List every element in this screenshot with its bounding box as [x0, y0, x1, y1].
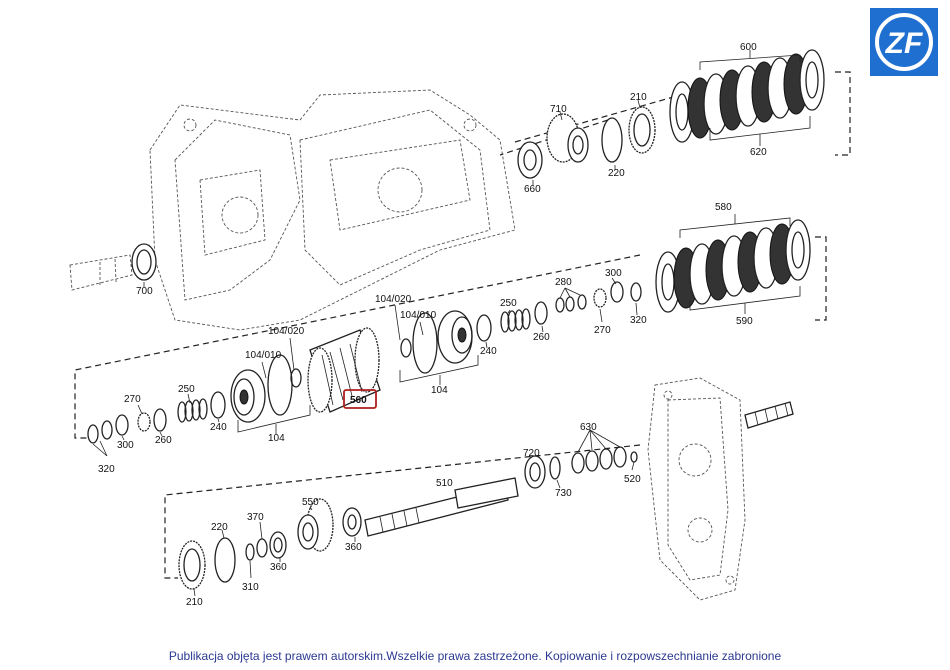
part-270-bearing-left	[137, 412, 151, 432]
part-220-snap-ring-bottom	[214, 537, 236, 583]
bracket-590	[689, 286, 801, 314]
part-360-bearing-b	[269, 531, 287, 559]
clutch-pack-600-620	[669, 49, 825, 143]
part-104-bearing-right	[400, 310, 473, 374]
part-220-snap-ring-top	[601, 117, 623, 163]
part-700-seal	[131, 243, 157, 281]
label-240-right: 240	[480, 346, 497, 357]
part-104-bearing-left	[230, 354, 302, 423]
part-660-bearing	[517, 141, 543, 179]
part-720-bearing	[524, 455, 546, 489]
label-104-010-right: 104/010	[400, 310, 437, 321]
label-510: 510	[436, 478, 453, 489]
label-320-left: 320	[98, 464, 115, 475]
label-580: 580	[715, 202, 732, 213]
parts-300-320-right	[610, 281, 642, 303]
label-700: 700	[136, 286, 153, 297]
zf-logo-background	[870, 8, 938, 76]
label-104-010-left: 104/010	[245, 350, 282, 361]
bracket-104-left	[237, 405, 311, 434]
gearbox-housing	[69, 89, 516, 331]
part-250-springs-left	[177, 398, 208, 423]
label-360-b: 360	[270, 562, 287, 573]
bracket-104-right	[399, 355, 479, 385]
label-370: 370	[247, 512, 264, 523]
zf-logo-text: ZF	[885, 27, 923, 60]
bracket-580	[679, 214, 791, 238]
parts-300-320-left	[87, 414, 129, 444]
label-250-right: 250	[500, 298, 517, 309]
part-710-gear	[546, 113, 589, 163]
label-300-left: 300	[117, 440, 134, 451]
bracket-620	[709, 116, 811, 146]
label-620: 620	[750, 147, 767, 158]
label-260-left: 260	[155, 435, 172, 446]
zf-logo: ZF	[870, 8, 938, 76]
label-630: 630	[580, 422, 597, 433]
part-labels: 600 620 710 210 220 660 700 580 590 280 …	[98, 42, 767, 608]
label-600: 600	[740, 42, 757, 53]
label-280: 280	[555, 277, 572, 288]
label-550: 550	[302, 497, 319, 508]
part-210-toothed-ring-bottom	[178, 540, 206, 590]
bracket-600	[699, 50, 801, 70]
leader-lines	[92, 99, 641, 597]
rear-cover-housing	[647, 377, 746, 601]
label-520: 520	[624, 474, 641, 485]
part-210-toothed-ring-top	[628, 106, 656, 154]
part-270-bearing-right	[593, 288, 607, 308]
label-720: 720	[523, 448, 540, 459]
copyright-notice: Publikacja objęta jest prawem autorskim.…	[168, 649, 782, 663]
label-250-left: 250	[178, 384, 195, 395]
part-510-shaft	[364, 477, 519, 537]
clutch-pack-580-590	[655, 219, 811, 313]
part-250-springs-right	[500, 308, 531, 333]
label-270-right: 270	[594, 325, 611, 336]
label-220-top: 220	[608, 168, 625, 179]
label-560: 560	[350, 395, 367, 406]
part-260-washer-left	[153, 408, 167, 432]
label-730: 730	[555, 488, 572, 499]
part-370-310-rings	[245, 538, 268, 561]
label-310: 310	[242, 582, 259, 593]
part-240-ring-right	[476, 314, 492, 342]
spline-shaft-short	[744, 401, 794, 429]
label-210-top: 210	[630, 92, 647, 103]
label-590: 590	[736, 316, 753, 327]
label-210-bottom: 210	[186, 597, 203, 608]
part-520-ring	[630, 451, 638, 463]
assembly-line-middle	[74, 236, 827, 439]
label-104-left: 104	[268, 433, 285, 444]
part-240-ring-left	[210, 391, 226, 419]
highlight-box-560	[343, 389, 377, 409]
label-260-right: 260	[533, 332, 550, 343]
label-104-020-left: 104/020	[268, 326, 305, 337]
part-260-washer-right	[534, 301, 548, 325]
label-104-right: 104	[431, 385, 448, 396]
label-660: 660	[524, 184, 541, 195]
label-240-left: 240	[210, 422, 227, 433]
label-320-right: 320	[630, 315, 647, 326]
part-560-clutch-drum	[307, 327, 381, 413]
label-220-bottom: 220	[211, 522, 228, 533]
part-730-ring	[549, 456, 561, 480]
label-360-a: 360	[345, 542, 362, 553]
label-270-left: 270	[124, 394, 141, 405]
label-104-020-right: 104/020	[375, 294, 412, 305]
label-710: 710	[550, 104, 567, 115]
part-550-gear	[297, 498, 334, 552]
label-300-right: 300	[605, 268, 622, 279]
part-360-bearing-a	[342, 507, 362, 537]
